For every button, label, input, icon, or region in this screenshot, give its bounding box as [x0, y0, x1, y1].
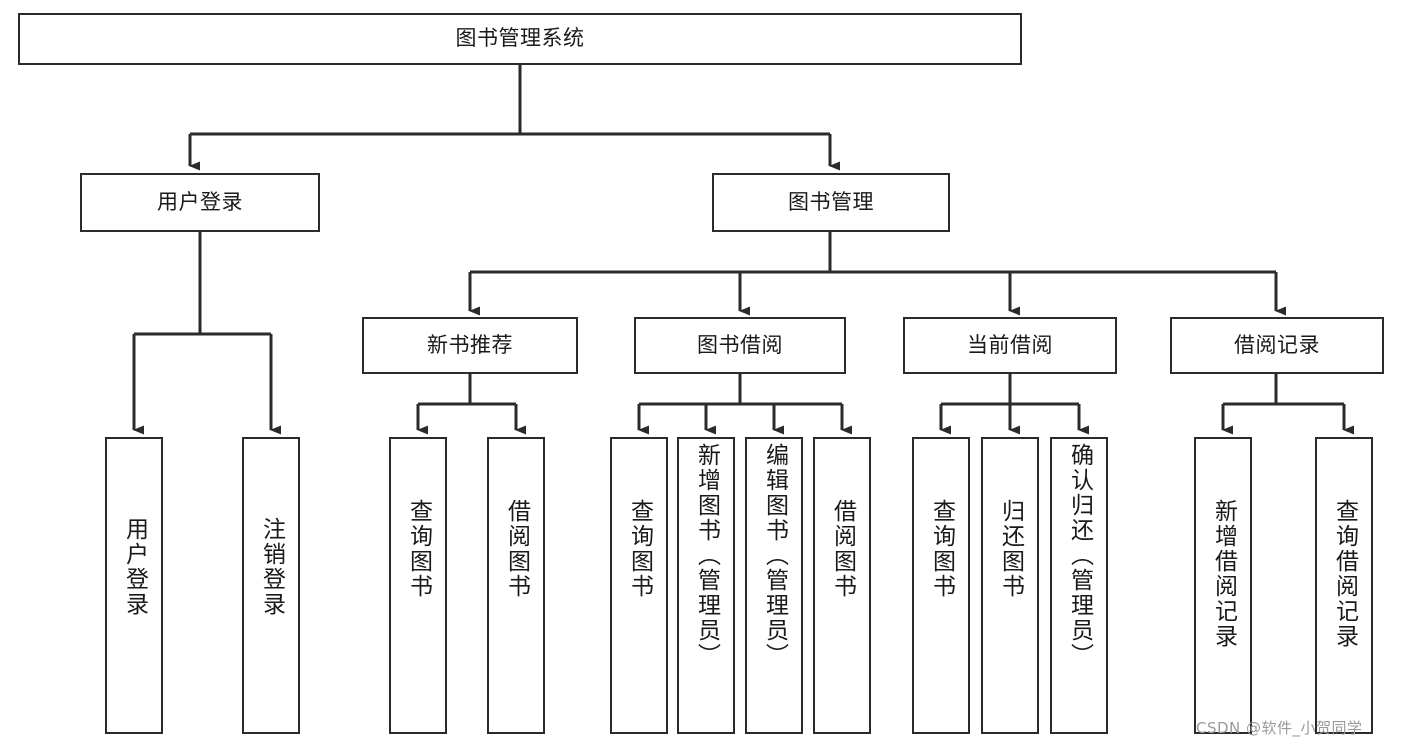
node-book-borrow-label: 图书借阅	[697, 332, 783, 357]
node-book-manage[interactable]: 图书管理	[712, 173, 950, 232]
node-leaf-user-logout[interactable]: 注销登录	[242, 437, 300, 734]
node-leaf-add-book[interactable]: 新增图书（管理员）	[677, 437, 735, 734]
node-current-borrow-label: 当前借阅	[967, 332, 1053, 357]
node-user-login-label: 用户登录	[157, 189, 243, 214]
node-borrow-record-label: 借阅记录	[1234, 332, 1320, 357]
node-leaf-edit-book-label: 编辑图书（管理员）	[761, 443, 788, 668]
node-leaf-query-book-1[interactable]: 查询图书	[389, 437, 447, 734]
node-borrow-record[interactable]: 借阅记录	[1170, 317, 1384, 374]
node-leaf-user-logout-label: 注销登录	[258, 517, 285, 617]
node-leaf-user-login-label: 用户登录	[121, 517, 148, 617]
node-leaf-add-record[interactable]: 新增借阅记录	[1194, 437, 1252, 734]
node-leaf-return-book-label: 归还图书	[997, 499, 1024, 599]
node-leaf-borrow-book-2-label: 借阅图书	[829, 499, 856, 599]
node-book-manage-label: 图书管理	[788, 189, 874, 214]
node-current-borrow[interactable]: 当前借阅	[903, 317, 1117, 374]
node-leaf-borrow-book-2[interactable]: 借阅图书	[813, 437, 871, 734]
node-leaf-confirm-return[interactable]: 确认归还（管理员）	[1050, 437, 1108, 734]
node-leaf-add-book-label: 新增图书（管理员）	[693, 443, 720, 668]
node-new-book-recommend[interactable]: 新书推荐	[362, 317, 578, 374]
node-leaf-return-book[interactable]: 归还图书	[981, 437, 1039, 734]
node-user-login[interactable]: 用户登录	[80, 173, 320, 232]
node-leaf-query-book-3[interactable]: 查询图书	[912, 437, 970, 734]
csdn-watermark: CSDN @软件_小贺同学	[1196, 719, 1363, 737]
node-leaf-query-book-2[interactable]: 查询图书	[610, 437, 668, 734]
node-leaf-query-record[interactable]: 查询借阅记录	[1315, 437, 1373, 734]
node-leaf-borrow-book-1-label: 借阅图书	[503, 499, 530, 599]
node-leaf-query-book-3-label: 查询图书	[928, 499, 955, 599]
node-leaf-query-record-label: 查询借阅记录	[1331, 499, 1358, 649]
node-new-book-recommend-label: 新书推荐	[427, 332, 513, 357]
node-leaf-query-book-1-label: 查询图书	[405, 499, 432, 599]
node-leaf-user-login[interactable]: 用户登录	[105, 437, 163, 734]
node-leaf-edit-book[interactable]: 编辑图书（管理员）	[745, 437, 803, 734]
node-leaf-add-record-label: 新增借阅记录	[1210, 499, 1237, 649]
node-root[interactable]: 图书管理系统	[18, 13, 1022, 65]
node-root-label: 图书管理系统	[455, 26, 585, 51]
node-leaf-borrow-book-1[interactable]: 借阅图书	[487, 437, 545, 734]
node-book-borrow[interactable]: 图书借阅	[634, 317, 846, 374]
node-leaf-confirm-return-label: 确认归还（管理员）	[1066, 443, 1093, 668]
node-leaf-query-book-2-label: 查询图书	[626, 499, 653, 599]
